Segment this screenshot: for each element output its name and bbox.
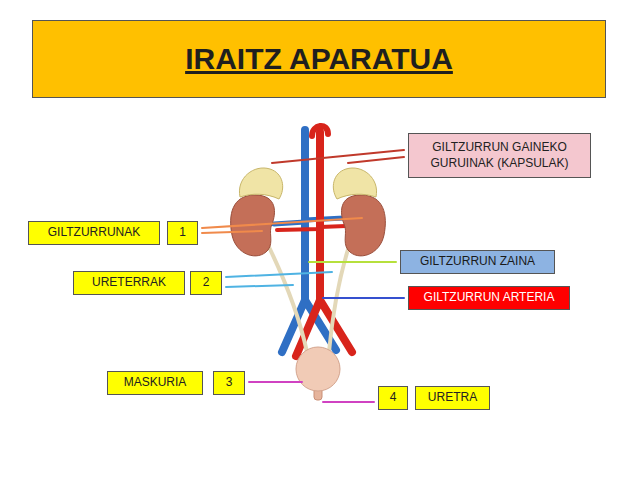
adrenal-gland — [239, 168, 282, 199]
callout-number: 4 — [378, 386, 408, 410]
label-box: GILTZURRUNAK — [28, 221, 160, 245]
leader-line — [249, 381, 302, 383]
label-text: GILTZURRUN ZAINA — [420, 254, 535, 270]
label-box: GILTZURRUN ARTERIA — [408, 286, 570, 310]
kidney — [342, 195, 386, 256]
callout-number-text: 3 — [226, 375, 233, 391]
aorta — [296, 132, 352, 356]
title-text: IRAITZ APARATUA — [185, 42, 453, 76]
ureter — [268, 245, 307, 352]
leader-line — [272, 150, 404, 163]
callout-number-text: 2 — [203, 275, 210, 291]
leader-line — [309, 261, 396, 263]
renal-artery — [277, 226, 346, 230]
label-text: URETRA — [428, 390, 477, 406]
leader-line — [226, 272, 332, 287]
label-text: GILTZURRUN GAINEKO GURUINAK (KAPSULAK) — [415, 140, 584, 171]
label-text: GILTZURRUNAK — [48, 225, 140, 241]
leader-line — [323, 401, 374, 403]
adrenal-gland — [333, 168, 376, 199]
label-box: URETRA — [415, 386, 490, 410]
leader-line — [202, 218, 362, 233]
label-box: URETERRAK — [73, 271, 185, 295]
callout-number: 2 — [190, 271, 222, 295]
callout-number: 1 — [167, 221, 198, 245]
label-box: GILTZURRUN ZAINA — [400, 250, 555, 274]
label-box: MASKURIA — [107, 371, 203, 395]
callout-number-text: 4 — [390, 390, 397, 406]
title-banner: IRAITZ APARATUA — [32, 20, 606, 98]
label-text: MASKURIA — [124, 375, 187, 391]
leader-line — [323, 297, 404, 299]
bladder — [296, 347, 340, 391]
callout-number-text: 1 — [179, 225, 186, 241]
label-text: URETERRAK — [92, 275, 166, 291]
label-text: GILTZURRUN ARTERIA — [424, 290, 555, 306]
callout-number: 3 — [213, 371, 245, 395]
label-box: GILTZURRUN GAINEKO GURUINAK (KAPSULAK) — [408, 133, 591, 178]
adrenal-pair — [239, 168, 376, 199]
